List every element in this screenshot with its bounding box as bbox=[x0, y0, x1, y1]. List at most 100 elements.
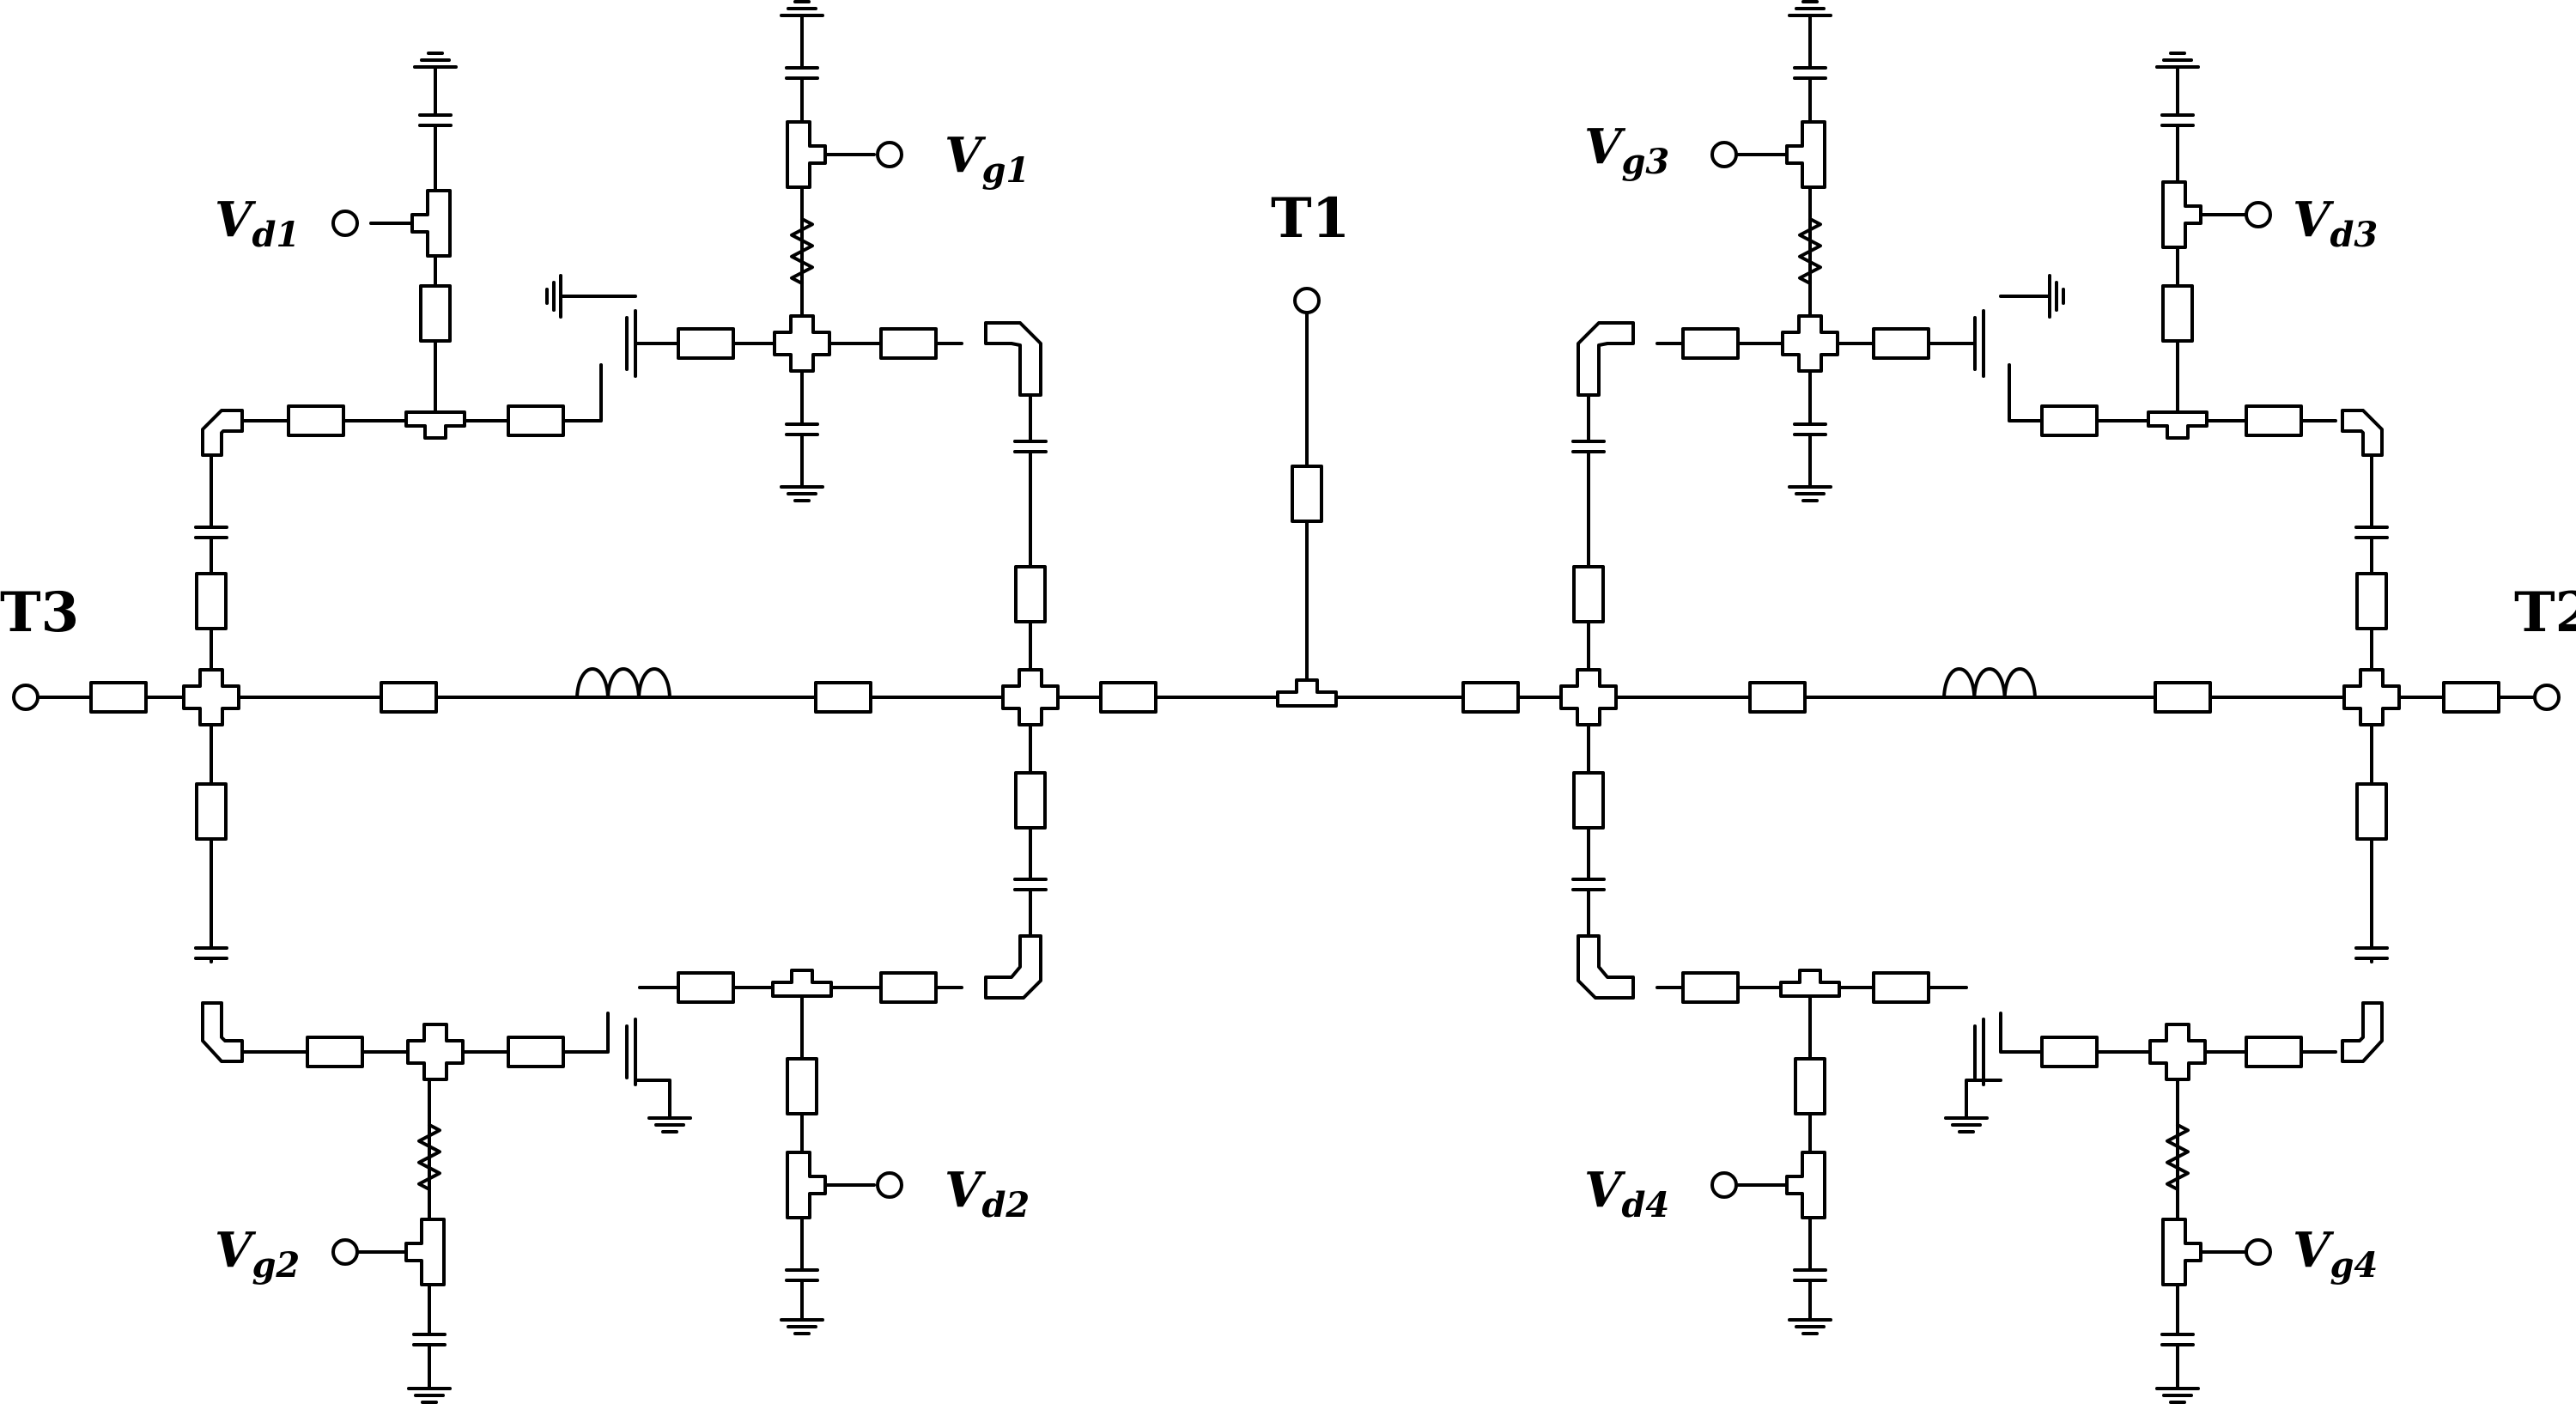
capacitor-gap bbox=[2160, 115, 2195, 125]
tline-element bbox=[507, 404, 565, 437]
tline-element bbox=[2040, 1036, 2099, 1068]
inductor-coil bbox=[575, 667, 671, 699]
tline-element bbox=[287, 404, 345, 437]
bias-label-vg2: Vg2 bbox=[215, 1222, 300, 1285]
capacitor bbox=[194, 526, 228, 539]
wire bbox=[634, 1079, 671, 1109]
capacitor bbox=[785, 1268, 819, 1282]
ground-symbol bbox=[1788, 473, 1832, 502]
capacitor bbox=[194, 946, 228, 960]
tline-element bbox=[1014, 565, 1047, 623]
tline-element bbox=[677, 327, 735, 360]
line-bend bbox=[201, 409, 244, 457]
capacitor-gap bbox=[412, 1334, 447, 1345]
capacitor bbox=[785, 422, 819, 436]
line-bend bbox=[2341, 409, 2384, 457]
tline-element bbox=[1748, 681, 1807, 714]
tline-element bbox=[2245, 404, 2303, 437]
capacitor-gap bbox=[785, 424, 819, 435]
tline-element bbox=[2355, 782, 2388, 841]
port-circle bbox=[12, 684, 39, 711]
tline-element bbox=[814, 681, 872, 714]
cross-junction bbox=[1559, 668, 1618, 726]
capacitor-gap bbox=[785, 68, 819, 78]
tline-element bbox=[2355, 572, 2388, 630]
labels: T1 T3 T2 Vd1 Vg1 Vd2 Vg2 Vg3 Vd3 Vd4 Vg4 bbox=[0, 119, 2576, 1285]
bias-tee bbox=[1785, 120, 1826, 189]
ground-symbol bbox=[413, 52, 458, 81]
resistor-zigzag bbox=[1798, 217, 1822, 285]
capacitor bbox=[1793, 66, 1827, 80]
terminal-label-t2: T2 bbox=[2514, 580, 2576, 645]
ground-symbol bbox=[407, 1375, 452, 1404]
tline-element bbox=[380, 681, 438, 714]
port-circle bbox=[331, 210, 359, 237]
bias-label-vg3: Vg3 bbox=[1584, 119, 1669, 182]
capacitor-gap bbox=[418, 115, 453, 125]
tline-element bbox=[419, 284, 452, 343]
capacitor bbox=[418, 113, 453, 127]
capacitor-gap bbox=[1571, 441, 1606, 452]
capacitor bbox=[1571, 440, 1606, 453]
capacitor-gap bbox=[2160, 1334, 2195, 1345]
capacitor-gap bbox=[2354, 948, 2389, 958]
port-circle bbox=[2245, 201, 2272, 228]
capacitor-gap bbox=[194, 527, 228, 538]
tline-element bbox=[2161, 284, 2194, 343]
tline-element bbox=[1461, 681, 1520, 714]
wire bbox=[1965, 1079, 2002, 1109]
tline-element bbox=[1681, 971, 1740, 1004]
capacitor bbox=[2354, 526, 2389, 539]
tline-element bbox=[1572, 565, 1605, 623]
bias-label-vg4: Vg4 bbox=[2293, 1222, 2378, 1285]
capacitor bbox=[2160, 113, 2195, 127]
bias-label-vg1: Vg1 bbox=[945, 127, 1030, 191]
cross-junction bbox=[2342, 668, 2401, 726]
bias-tee bbox=[786, 1151, 827, 1219]
tline-element bbox=[1872, 971, 1930, 1004]
terminal-label-t3: T3 bbox=[0, 580, 79, 645]
tline-element bbox=[2245, 1036, 2303, 1068]
tline-element bbox=[1794, 1057, 1826, 1115]
capacitor-gap bbox=[1571, 879, 1606, 890]
tline-element bbox=[879, 327, 938, 360]
bias-label-vd1: Vd1 bbox=[215, 191, 300, 255]
tline-element bbox=[786, 1057, 818, 1115]
transistor bbox=[1973, 1018, 1985, 1086]
bias-tee bbox=[786, 120, 827, 189]
cross-junction bbox=[2148, 1023, 2207, 1081]
tline-element bbox=[1014, 771, 1047, 830]
ground-symbol bbox=[647, 1104, 692, 1134]
ground-symbol bbox=[2038, 274, 2065, 319]
ground-symbol bbox=[2155, 52, 2200, 81]
capacitor bbox=[1793, 422, 1827, 436]
tee-junction bbox=[1276, 678, 1338, 708]
capacitor-gap bbox=[1013, 441, 1048, 452]
cross-junction bbox=[182, 668, 240, 726]
ground-symbol bbox=[780, 0, 824, 29]
port-circle bbox=[1293, 287, 1321, 314]
tee-junction bbox=[404, 410, 466, 440]
bias-tee bbox=[1785, 1151, 1826, 1219]
tline-element bbox=[2154, 681, 2212, 714]
capacitor-gap bbox=[2354, 527, 2389, 538]
port-circle bbox=[2245, 1238, 2272, 1266]
tee-junction bbox=[771, 969, 833, 998]
capacitor-gap bbox=[785, 1270, 819, 1280]
capacitor bbox=[1013, 440, 1048, 453]
line-bend bbox=[984, 934, 1042, 1000]
capacitor bbox=[1013, 878, 1048, 891]
ground-symbol bbox=[1788, 0, 1832, 29]
tline-element bbox=[2040, 404, 2099, 437]
ground-symbol bbox=[780, 473, 824, 502]
line-bend bbox=[2341, 1001, 2384, 1063]
port-circle bbox=[331, 1238, 359, 1266]
wire bbox=[239, 363, 603, 422]
port-circle bbox=[876, 141, 903, 168]
capacitor-gap bbox=[1793, 68, 1827, 78]
ground-symbol bbox=[780, 1306, 824, 1335]
capacitor-gap bbox=[1013, 879, 1048, 890]
tline-element bbox=[1872, 327, 1930, 360]
capacitor-gap bbox=[1793, 1270, 1827, 1280]
